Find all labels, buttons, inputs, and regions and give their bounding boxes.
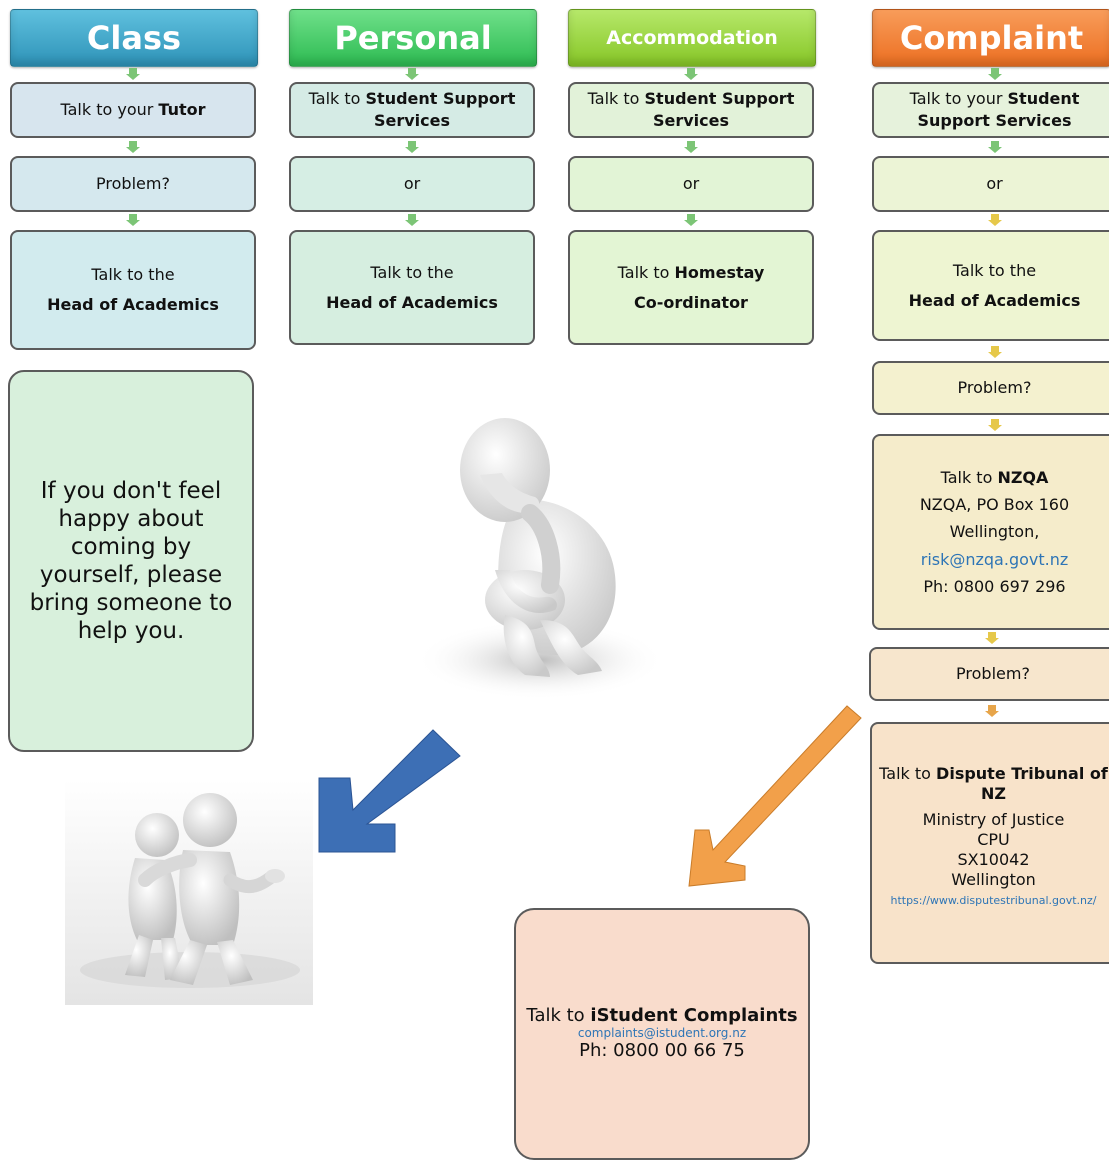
class-step-tutor: Talk to your Tutor	[10, 82, 256, 138]
istudent-complaints-box: Talk to iStudent Complaints complaints@i…	[514, 908, 810, 1160]
tribunal-website-link[interactable]: https://www.disputestribunal.govt.nz/	[890, 894, 1097, 907]
personal-step-support: Talk to Student Support Services	[289, 82, 535, 138]
tribunal-address-line: CPU	[977, 830, 1010, 849]
nzqa-address: NZQA, PO Box 160	[919, 495, 1070, 515]
tribunal-address-line: Wellington	[951, 870, 1036, 889]
complaint-step-head: Talk to the Head of Academics	[872, 230, 1109, 341]
personal-header-label: Personal	[334, 19, 492, 57]
step-text: Problem?	[957, 378, 1032, 398]
step-text: Talk to	[940, 468, 998, 488]
step-text: Talk to your	[60, 100, 159, 120]
nzqa-email-link[interactable]: risk@nzqa.govt.nz	[920, 549, 1069, 569]
step-text: Problem?	[96, 174, 170, 194]
complaint-header: Complaint	[872, 9, 1109, 67]
step-text-bold: NZQA	[997, 468, 1049, 488]
step-text: Problem?	[956, 664, 1030, 684]
step-text-bold: Student Support Services	[644, 89, 795, 130]
orange-arrow-icon	[688, 705, 862, 887]
two-friends-illustration	[65, 780, 313, 1005]
complaint-step-tribunal: Talk to Dispute Tribunal of NZ Ministry …	[870, 722, 1109, 964]
complaint-step-or: or	[872, 156, 1109, 212]
istudent-email-link[interactable]: complaints@istudent.org.nz	[577, 1026, 747, 1041]
accommodation-header: Accommodation	[568, 9, 816, 67]
step-text-bold: Co-ordinator	[634, 292, 748, 312]
personal-step-or: or	[289, 156, 535, 212]
support-note-text: If you don't feel happy about coming by …	[29, 477, 233, 645]
step-text: Talk to	[308, 89, 366, 109]
personal-header: Personal	[289, 9, 537, 67]
step-text: Talk to the	[91, 265, 175, 285]
nzqa-phone: Ph: 0800 697 296	[923, 576, 1066, 596]
blue-arrow-icon	[318, 729, 461, 853]
complaint-step-problem: Problem?	[872, 361, 1109, 415]
step-text-bold: Homestay	[674, 262, 765, 282]
accommodation-step-support: Talk to Student Support Services	[568, 82, 814, 138]
accommodation-step-homestay: Talk to Homestay Co-ordinator	[568, 230, 814, 345]
tribunal-address-line: SX10042	[957, 850, 1030, 869]
complaint-step-nzqa: Talk to NZQA NZQA, PO Box 160 Wellington…	[872, 434, 1109, 630]
step-text: or	[986, 174, 1003, 194]
step-text: Talk to	[879, 764, 937, 783]
step-text: Talk to	[526, 1005, 591, 1027]
step-text-bold: Student Support Services	[365, 89, 516, 130]
accommodation-step-or: or	[568, 156, 814, 212]
step-text: Talk to the	[952, 260, 1037, 280]
step-text-bold: Tutor	[158, 100, 206, 120]
step-text-bold: Student Support Services	[917, 89, 1080, 130]
step-text: Talk to the	[370, 262, 454, 282]
step-text-bold: Head of Academics	[908, 290, 1081, 310]
accommodation-header-label: Accommodation	[606, 27, 778, 49]
step-text-bold: Head of Academics	[47, 295, 219, 314]
complaint-step-support: Talk to your Student Support Services	[872, 82, 1109, 138]
step-text: or	[682, 174, 700, 194]
step-text: Talk to	[587, 89, 645, 109]
support-note: If you don't feel happy about coming by …	[8, 370, 254, 752]
class-step-problem: Problem?	[10, 156, 256, 212]
step-text-bold: iStudent Complaints	[590, 1005, 798, 1027]
complaint-step-problem-2: Problem?	[869, 647, 1109, 701]
step-text: Talk to your	[909, 89, 1008, 109]
sad-person-illustration	[415, 418, 665, 700]
class-step-head: Talk to the Head of Academics	[10, 230, 256, 350]
complaint-header-label: Complaint	[899, 19, 1084, 57]
class-header: Class	[10, 9, 258, 67]
class-header-label: Class	[86, 19, 182, 57]
personal-step-head: Talk to the Head of Academics	[289, 230, 535, 345]
nzqa-city: Wellington,	[949, 522, 1040, 542]
step-text-bold: Head of Academics	[326, 292, 498, 312]
tribunal-address-line: Ministry of Justice	[922, 810, 1065, 829]
step-text: or	[403, 174, 421, 194]
step-text-bold: Dispute Tribunal of NZ	[936, 764, 1108, 803]
istudent-phone: Ph: 0800 00 66 75	[579, 1039, 745, 1061]
step-text: Talk to	[617, 262, 675, 282]
